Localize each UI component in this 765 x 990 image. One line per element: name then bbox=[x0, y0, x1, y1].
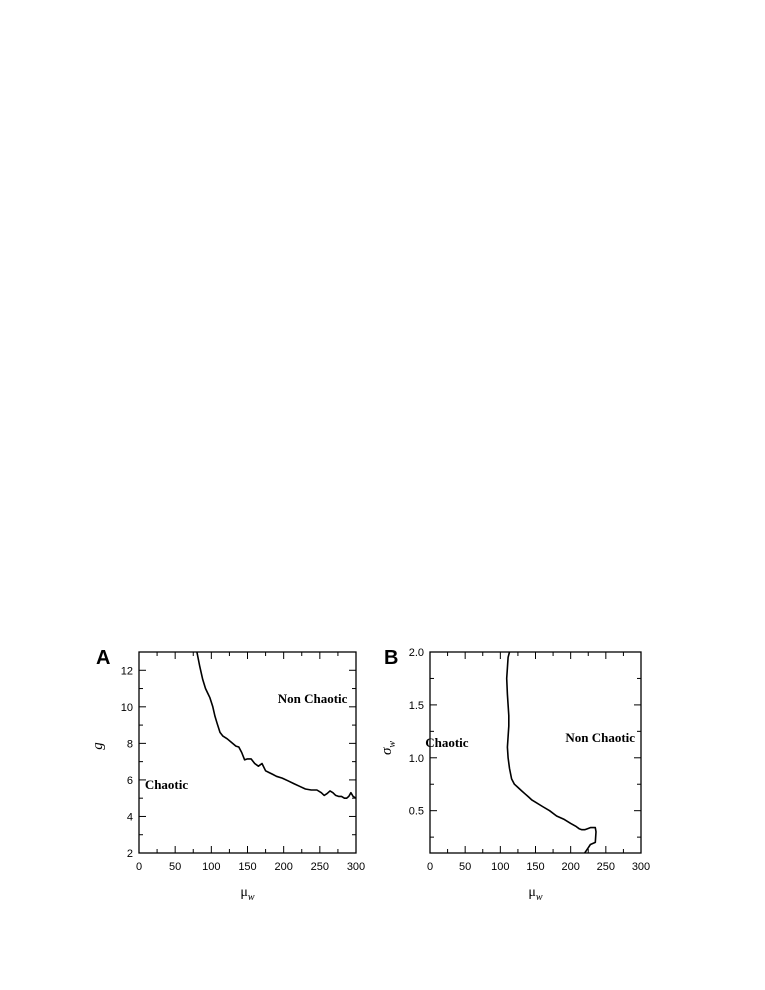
x-axis-label: μw bbox=[528, 885, 543, 903]
x-tick-label: 50 bbox=[459, 861, 471, 873]
boundary-line bbox=[196, 651, 357, 800]
panel-letter: B bbox=[384, 647, 398, 669]
x-tick-label: 200 bbox=[561, 861, 579, 873]
x-tick-label: 200 bbox=[274, 861, 292, 873]
panel-b: B 0 50 100 150 200 250 300 0.5 1.0 1.5 2.0 μw σw Non C… bbox=[379, 647, 650, 903]
y-tick-label: 1.0 bbox=[409, 753, 424, 765]
x-tick-label: 150 bbox=[238, 861, 256, 873]
x-tick-label: 300 bbox=[632, 861, 650, 873]
y-tick-label: 12 bbox=[121, 665, 133, 677]
y-tick-label: 10 bbox=[121, 702, 133, 714]
x-tick-label: 100 bbox=[202, 861, 220, 873]
x-tick-label: 250 bbox=[597, 861, 615, 873]
y-tick-label: 4 bbox=[127, 811, 133, 823]
y-tick-label: 0.5 bbox=[409, 806, 424, 818]
plot-frame bbox=[138, 651, 357, 854]
panel-letter: A bbox=[96, 647, 110, 669]
x-tick-label: 250 bbox=[311, 861, 329, 873]
y-tick-label: 6 bbox=[127, 775, 133, 787]
boundary-line bbox=[505, 651, 597, 854]
x-axis-label: μw bbox=[240, 885, 255, 903]
region-label-non-chaotic: Non Chaotic bbox=[278, 691, 348, 706]
y-tick-label: 2.0 bbox=[409, 647, 424, 659]
x-tick-label: 100 bbox=[491, 861, 509, 873]
y-tick-label: 2 bbox=[127, 848, 133, 860]
y-tick-label: 1.5 bbox=[409, 700, 424, 712]
y-axis-label: σw bbox=[379, 741, 398, 755]
x-tick-label: 150 bbox=[526, 861, 544, 873]
panel-a: A 0 50 100 150 200 250 300 2 4 6 8 10 12 μw g Non Chaoti… bbox=[90, 647, 365, 903]
region-label-chaotic: Chaotic bbox=[145, 777, 189, 792]
region-label-chaotic: Chaotic bbox=[425, 735, 469, 750]
plot-frame bbox=[429, 651, 642, 854]
region-label-non-chaotic: Non Chaotic bbox=[565, 730, 635, 745]
y-tick-label: 8 bbox=[127, 738, 133, 750]
y-axis-label: g bbox=[90, 742, 106, 750]
x-tick-label: 0 bbox=[136, 861, 142, 873]
x-tick-label: 0 bbox=[427, 861, 433, 873]
x-tick-label: 50 bbox=[169, 861, 181, 873]
x-tick-label: 300 bbox=[347, 861, 365, 873]
